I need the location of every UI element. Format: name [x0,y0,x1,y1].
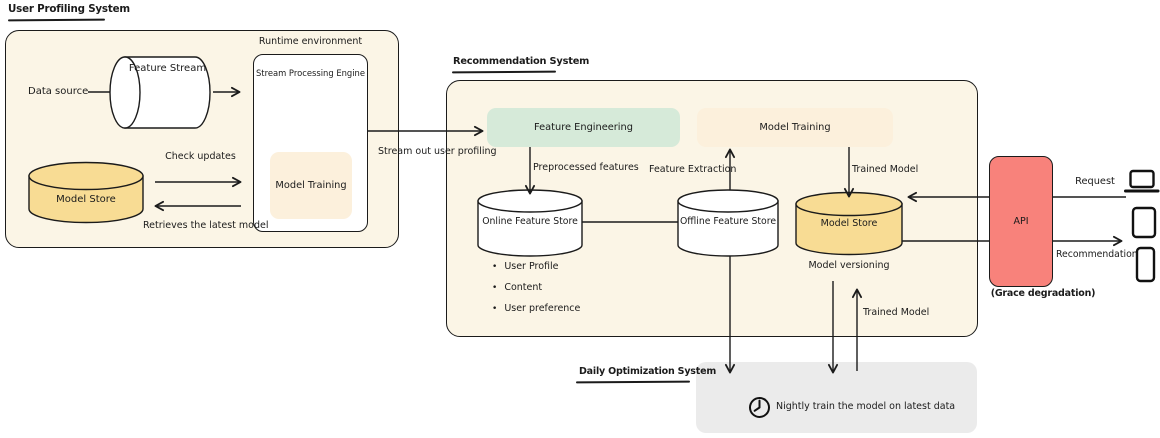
user-profiling-title-underline [7,18,106,22]
runtime-environment-label: Runtime environment [258,36,363,47]
recommendation-title: Recommendation System [453,56,590,67]
feature-extraction-label: Feature Extraction [649,164,737,175]
phone-icon [1135,246,1156,283]
recommendation-title-underline [451,70,557,74]
feature-stream-label: Feature Stream [128,63,207,74]
preprocessed-features-label: Preprocessed features [533,162,639,173]
feature-engineering-label: Feature Engineering [534,122,633,133]
model-training-label: Model Training [759,122,831,133]
stream-out-user-profiling-label: Stream out user profiling [378,146,497,157]
trained-model-bottom-label: Trained Model [863,307,930,318]
daily-optimization-title: Daily Optimization System [579,366,717,377]
api-caption: (Grace degradation) [990,288,1096,299]
model-training-node-left: Model Training [270,152,352,219]
request-label: Request [1075,176,1115,187]
online-feature-store-label: Online Feature Store [482,216,578,227]
model-store-left-label: Model Store [56,194,116,205]
daily-optimization-title-underline [575,380,691,384]
stream-processing-engine-label: Stream Processing Engine [255,68,366,78]
model-training-left-label: Model Training [275,180,347,191]
model-store-label: Model Store [820,218,878,229]
model-versioning-label: Model versioning [808,260,890,271]
laptop-icon [1124,169,1160,193]
online-store-item-user-profile: User Profile [492,261,558,272]
check-updates-label: Check updates [165,151,236,162]
online-store-item-user-preference: User preference [492,303,580,314]
data-source-label: Data source [28,86,89,97]
trained-model-top-label: Trained Model [852,164,919,175]
api-label: API [1013,216,1029,227]
recommendation-flow-label: Recommendation [1056,249,1138,260]
retrieves-latest-model-label: Retrieves the latest model [143,220,269,231]
feature-engineering-node: Feature Engineering [487,108,680,147]
user-profiling-title: User Profiling System [8,3,130,15]
offline-feature-store-label: Offline Feature Store [679,216,777,227]
model-training-node: Model Training [697,108,893,147]
api-node: API [989,156,1053,287]
client-devices [1124,169,1160,283]
tablet-icon [1131,206,1157,239]
daily-optimization-box [696,362,977,433]
online-store-item-content: Content [492,282,542,293]
nightly-train-note: Nightly train the model on latest data [776,401,956,412]
